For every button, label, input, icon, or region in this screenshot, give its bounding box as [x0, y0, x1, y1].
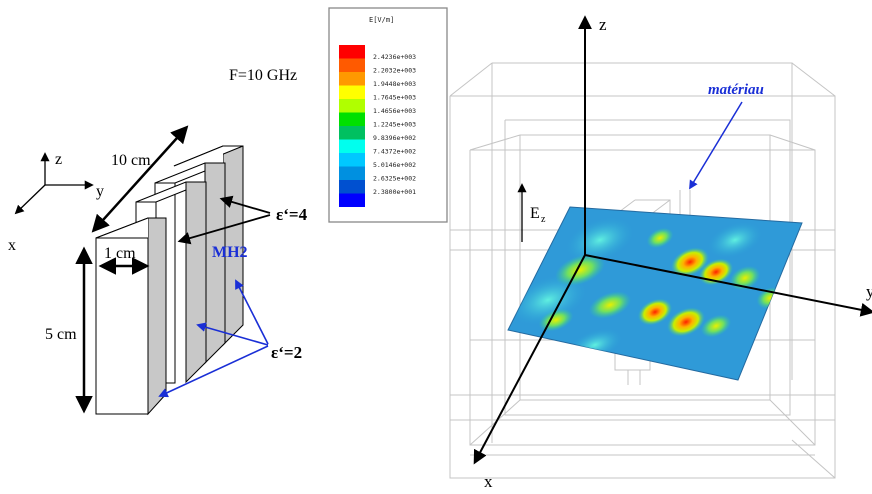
right-axis-y-label: y — [866, 282, 872, 301]
eps-low-label: ε‘=2 — [271, 343, 302, 362]
legend-value: 1.4656e+003 — [373, 107, 416, 115]
field-plane — [507, 206, 803, 381]
legend-swatch — [339, 180, 365, 194]
color-legend: E[V/m] 2.4236e+003 2.2032e+003 1.9448e+003… — [328, 7, 448, 223]
legend-swatch — [339, 85, 365, 99]
dimension-thickness: 1 cm — [98, 245, 150, 275]
left-axis-y-label: y — [96, 183, 104, 200]
legend-value: 1.2245e+003 — [373, 121, 416, 129]
dimension-height: 5 cm — [45, 246, 93, 414]
legend-swatch — [339, 112, 365, 126]
legend-value: 2.2032e+003 — [373, 67, 416, 75]
legend-value: 1.9448e+003 — [373, 80, 416, 88]
legend-swatch — [339, 193, 365, 207]
left-axis-z-label: z — [55, 151, 62, 168]
right-axes: z x y — [473, 15, 872, 491]
legend-swatches: 2.4236e+003 2.2032e+003 1.9448e+003 1.7645e… — [339, 45, 416, 207]
eps-high-callout: ε‘=4 — [177, 195, 308, 245]
legend-swatch — [339, 72, 365, 86]
legend-swatch — [339, 139, 365, 153]
legend-value: 5.0146e+002 — [373, 161, 416, 169]
dim-thickness-label: 1 cm — [104, 245, 136, 262]
dielectric-slab-stack — [95, 145, 244, 416]
legend-value: 9.8396e+002 — [373, 134, 416, 142]
eps-low-callout: ε‘=2 — [158, 279, 302, 398]
legend-swatch — [339, 126, 365, 140]
legend-value: 2.4236e+003 — [373, 53, 416, 61]
legend-swatch — [339, 153, 365, 167]
field-label: E — [530, 205, 540, 222]
legend-swatch — [339, 99, 365, 113]
right-axis-z-label: z — [599, 15, 607, 34]
legend-title: E[V/m] — [369, 16, 394, 24]
dimension-length: 10 cm — [91, 125, 189, 233]
legend-swatch — [339, 45, 365, 59]
material-label: matériau — [708, 82, 764, 98]
legend-value: 1.7645e+003 — [373, 94, 416, 102]
dim-height-label: 5 cm — [45, 326, 77, 343]
legend-value: 7.4372e+002 — [373, 148, 416, 156]
left-axes-triad: z y x — [8, 151, 104, 254]
legend-value: 2.6325e+002 — [373, 175, 416, 183]
field-label-sub: z — [541, 214, 546, 225]
eps-high-label: ε‘=4 — [276, 205, 308, 224]
structure-name-label: MH2 — [212, 244, 248, 261]
material-callout: matériau — [689, 82, 764, 190]
wireframe-enclosure — [449, 62, 836, 479]
right-axis-x-label: x — [484, 472, 493, 491]
legend-value: 2.3800e+001 — [373, 188, 416, 196]
legend-swatch — [339, 58, 365, 72]
field-direction-indicator: E z — [517, 183, 546, 242]
left-axis-x-label: x — [8, 237, 16, 254]
frequency-label: F=10 GHz — [229, 67, 297, 84]
dim-length-label: 10 cm — [111, 152, 151, 169]
legend-swatch — [339, 166, 365, 180]
